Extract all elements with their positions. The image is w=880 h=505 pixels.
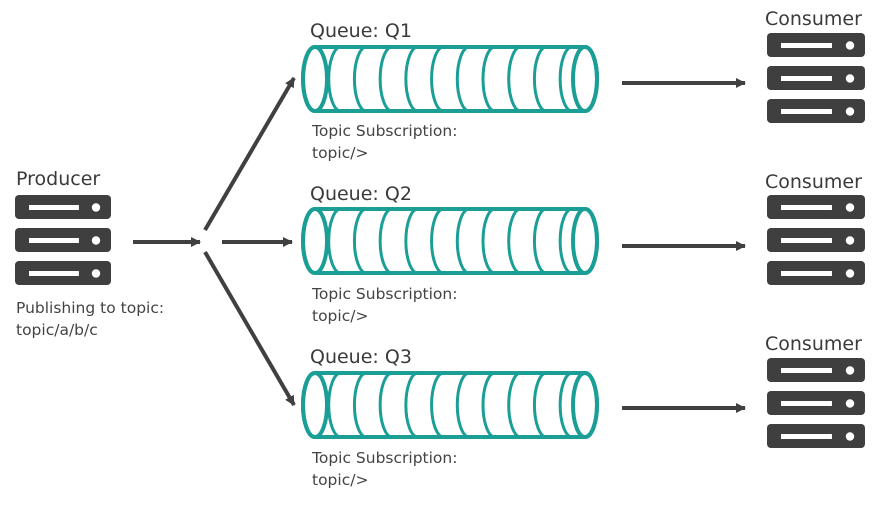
queue-q1-subscription-line2: topic/> [312,144,369,162]
consumer-3-title: Consumer [765,333,862,355]
consumer-2-title: Consumer [765,171,862,193]
consumer-1-server-icon [767,33,865,123]
queue-q3-subscription-line2: topic/> [312,471,369,489]
producer-title: Producer [16,168,101,190]
producer-server-icon [15,195,111,285]
queue-q3-title: Queue: Q3 [310,346,412,368]
consumer-2-server-icon [767,195,865,285]
queue-q2-title: Queue: Q2 [310,183,412,205]
consumer-1-title: Consumer [765,8,862,30]
queue-q1-cylinder-icon [301,45,599,113]
producer-publish-line1: Publishing to topic: [16,299,165,317]
queue-q1-title: Queue: Q1 [310,20,412,42]
queue-q3-subscription-line1: Topic Subscription: [312,449,458,467]
queue-q2-cylinder-icon [301,207,599,275]
queue-q3-cylinder-icon [301,371,599,439]
producer-publish-line2: topic/a/b/c [16,321,98,339]
queue-q1-subscription-line1: Topic Subscription: [312,122,458,140]
queue-q2-subscription-line1: Topic Subscription: [312,285,458,303]
consumer-3-server-icon [767,358,865,448]
queue-q2-subscription-line2: topic/> [312,307,369,325]
arrow-split-to-q3 [203,250,296,407]
arrow-split-to-q1 [203,76,296,232]
